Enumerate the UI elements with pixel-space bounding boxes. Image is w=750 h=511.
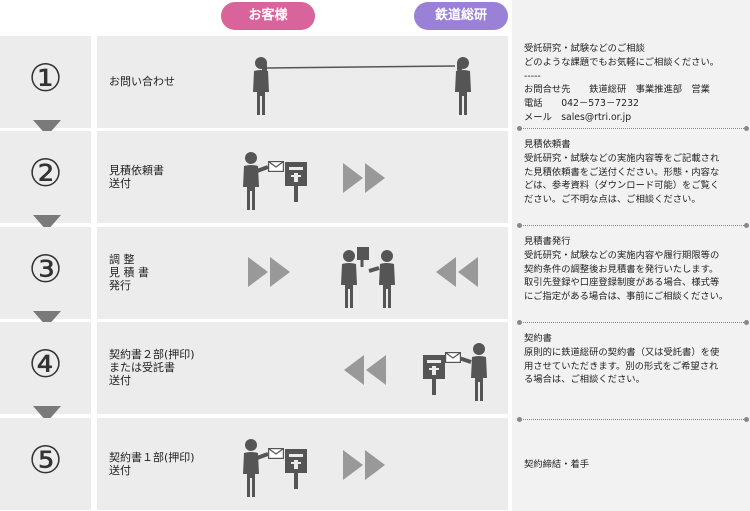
step-number: ③	[28, 247, 63, 291]
description-panel: 受託研究・試験などのご相談 どのような課題でもお気軽にご相談ください。 ----…	[512, 0, 750, 511]
step-5-number-box: ⑤	[0, 418, 91, 510]
step-5-action: 契約書１部(押印) 送付	[97, 418, 508, 510]
backward-arrows-icon	[344, 355, 386, 385]
step-number: ②	[28, 151, 63, 195]
step-1-action: お問い合わせ	[97, 36, 508, 128]
mailbox-icon	[285, 449, 307, 489]
description-block: 契約書 原則的に鉄道総研の契約書（又は受託書）を使 用させていただきます。別の形…	[524, 333, 720, 386]
step-label: 見積依頼書 送付	[109, 164, 164, 190]
dotted-separator	[517, 320, 749, 325]
step-3-action: 調 整 見 積 書 発行	[97, 227, 508, 319]
description-block: 契約締結・着手	[524, 459, 590, 470]
dotted-separator	[517, 126, 749, 131]
forward-arrows-icon	[343, 450, 385, 480]
mailbox-icon	[285, 162, 307, 202]
backward-arrows-icon	[436, 257, 478, 287]
phone-call-icon	[253, 57, 471, 115]
step-4-action: 契約書２部(押印) または受託書 送付	[97, 322, 508, 414]
forward-arrows-icon	[248, 257, 290, 287]
person-mailing-icon	[445, 343, 487, 401]
step-2-action: 見積依頼書 送付	[97, 131, 508, 223]
step-label: 契約書１部(押印) 送付	[109, 451, 195, 477]
step-4-number-box: ④	[0, 322, 91, 414]
step-3-number-box: ③	[0, 227, 91, 319]
step-number: ⑤	[28, 438, 63, 482]
step-number: ④	[28, 342, 63, 386]
step-2-number-box: ②	[0, 131, 91, 223]
step-label: 調 整 見 積 書 発行	[109, 253, 149, 292]
description-block: 見積依頼書 受託研究・試験などの実施内容等をご記載され た見積依頼書をご送付くだ…	[524, 139, 720, 206]
rtri-header: 鉄道総研	[414, 2, 508, 30]
person-mailing-icon	[243, 439, 284, 497]
dotted-separator	[517, 417, 749, 422]
step-number: ①	[28, 56, 63, 100]
description-block: 見積書発行 受託研究・試験などの実施内容や履行期限等の 契約条件の調整後お見積書…	[524, 236, 729, 303]
forward-arrows-icon	[343, 163, 385, 193]
step-label: 契約書２部(押印) または受託書 送付	[109, 348, 195, 387]
customer-header: お客様	[221, 2, 315, 30]
person-mailing-icon	[243, 152, 284, 210]
step-label: お問い合わせ	[109, 75, 175, 88]
dotted-separator	[517, 223, 749, 228]
step-1-number-box: ①	[0, 36, 91, 128]
mailbox-icon	[423, 355, 445, 395]
description-block: 受託研究・試験などのご相談 どのような課題でもお気軽にご相談ください。 ----…	[524, 43, 720, 123]
document-handover-icon	[341, 247, 395, 308]
